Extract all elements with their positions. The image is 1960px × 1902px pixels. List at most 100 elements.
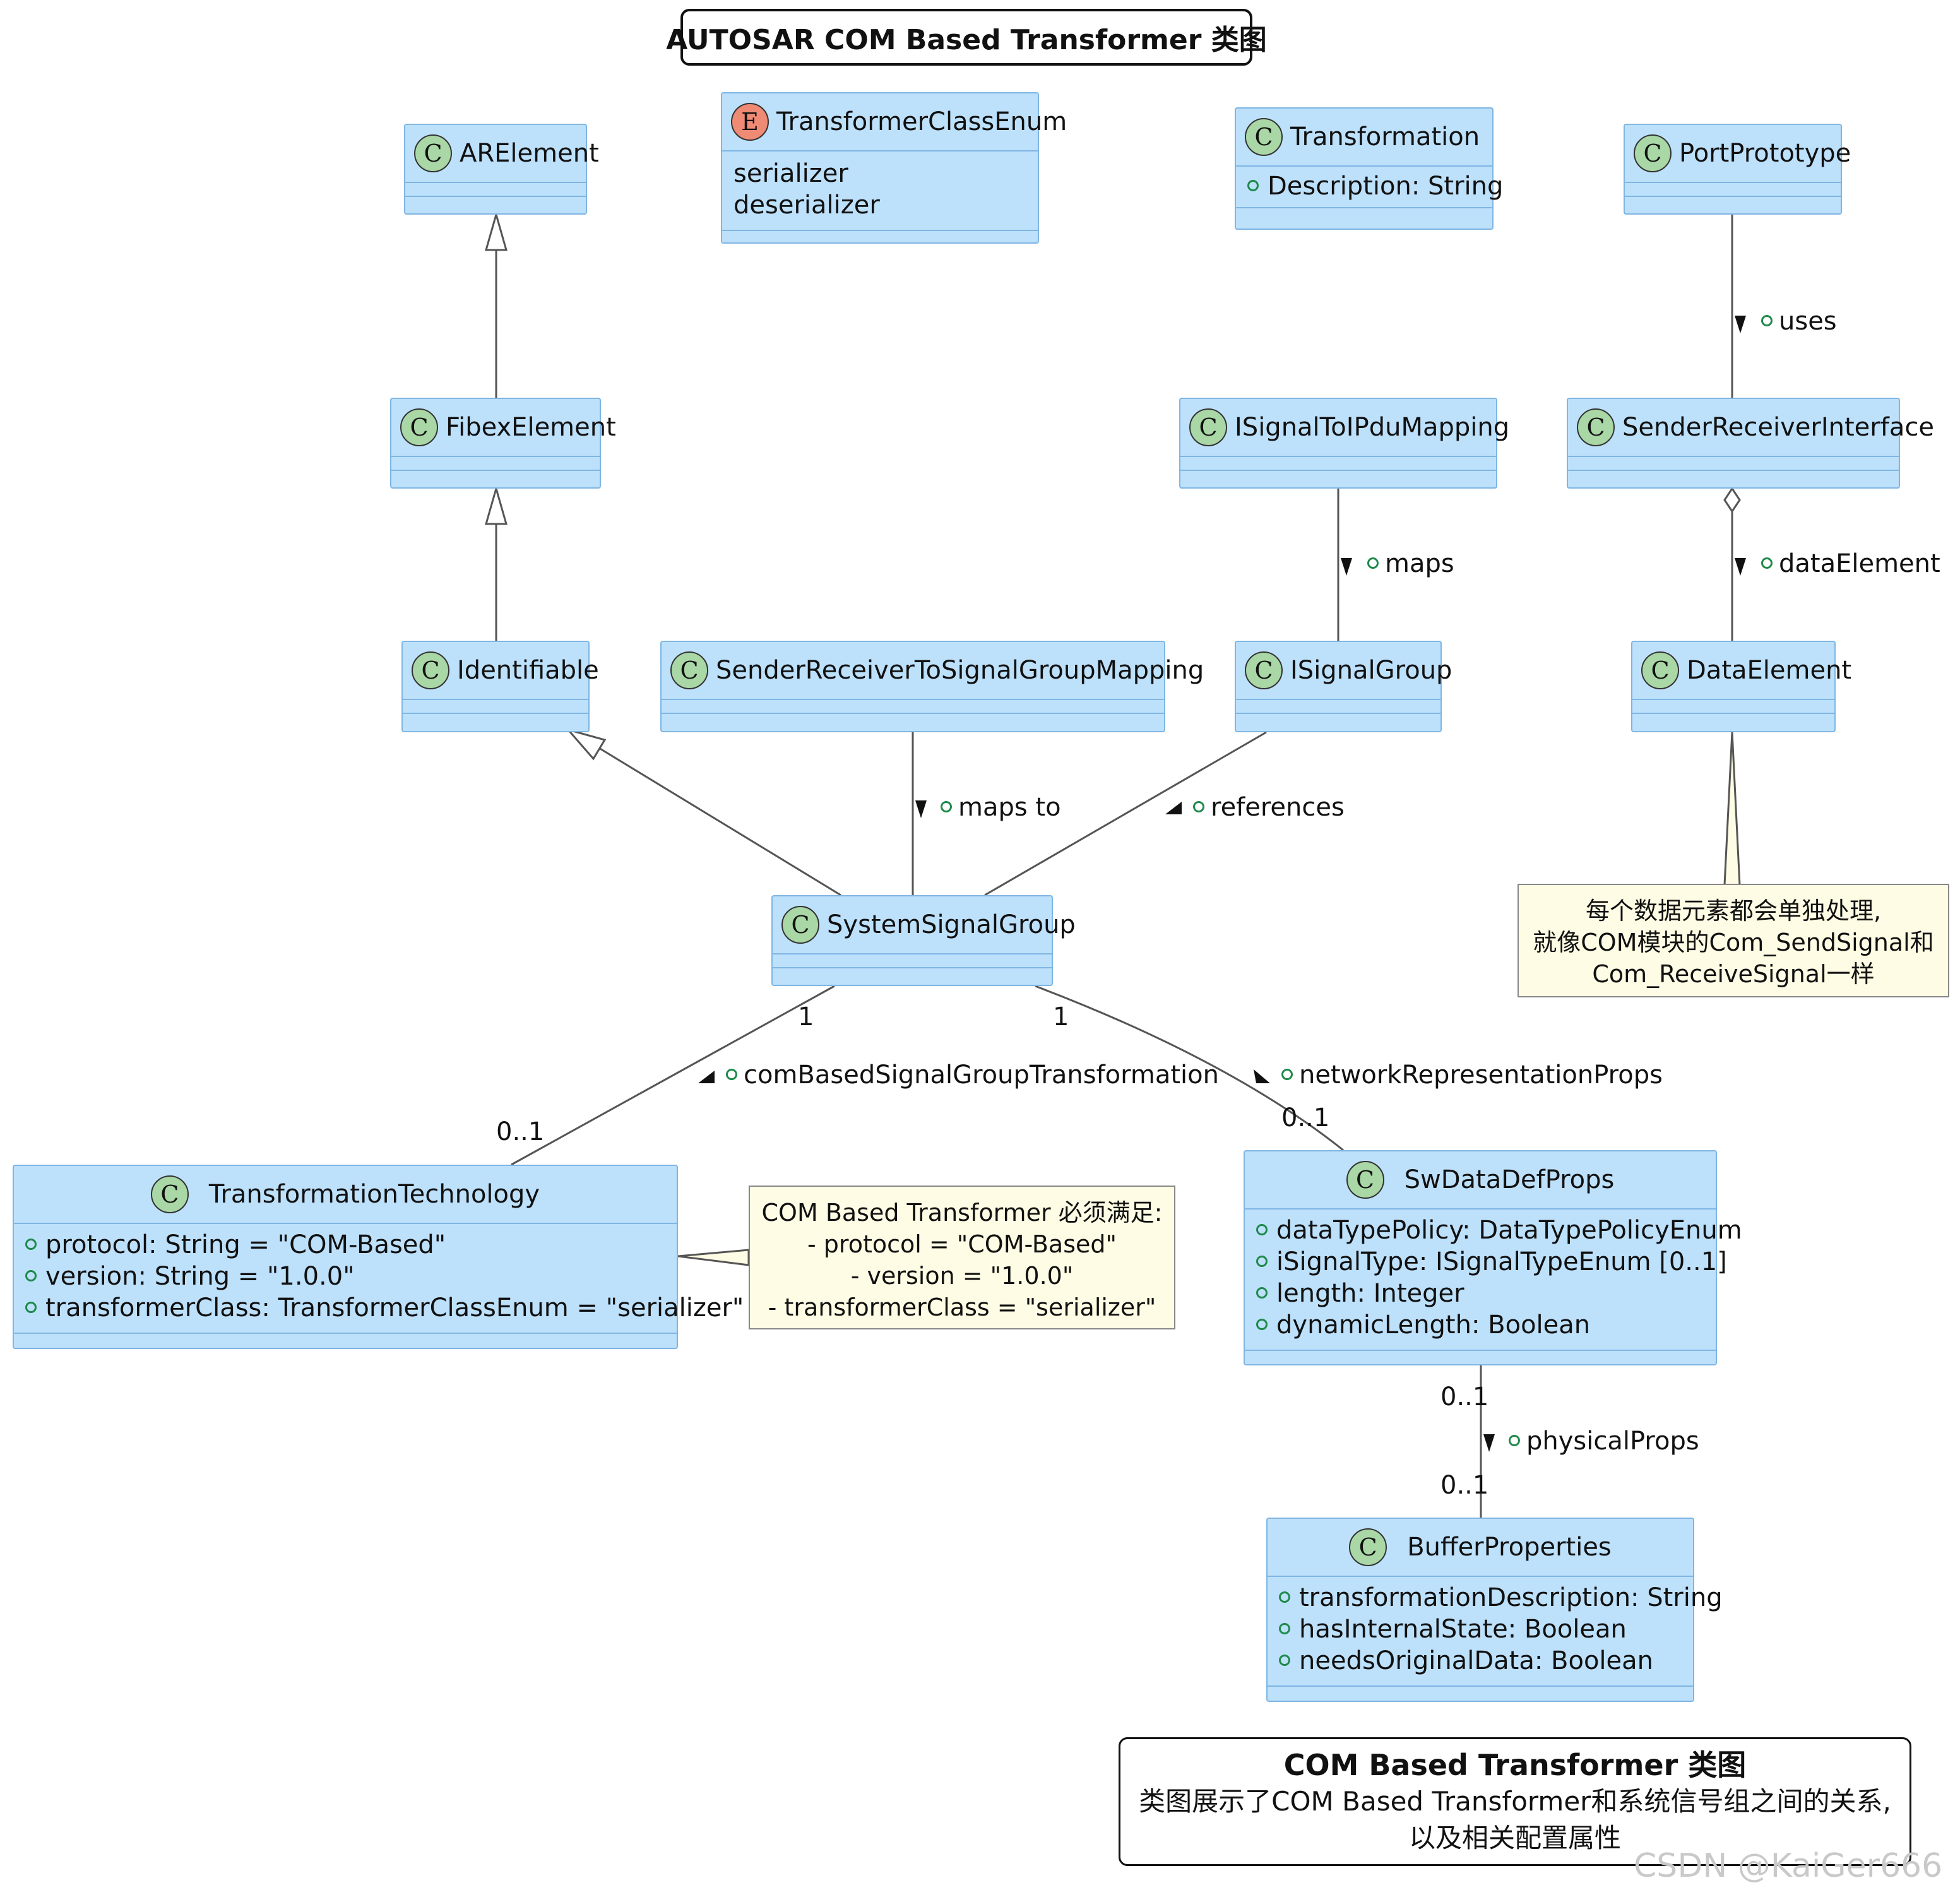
attribute: iSignalType: ISignalTypeEnum [0..1]	[1256, 1246, 1727, 1278]
label-text: comBasedSignalGroupTransformation	[744, 1061, 1219, 1090]
attribute-text: hasInternalState: Boolean	[1299, 1615, 1627, 1644]
legend-line: 类图展示了COM Based Transformer和系统信号组之间的关系,	[1139, 1786, 1891, 1817]
label-maps-to: maps to	[941, 793, 1061, 822]
mult-buffer-top: 0..1	[1440, 1471, 1489, 1500]
class-name: DataElement	[1687, 656, 1852, 685]
public-visibility-icon	[1256, 1224, 1268, 1235]
dir-arrow-data-element	[1735, 558, 1746, 576]
mult-tt: 0..1	[496, 1117, 545, 1146]
mult-swd-bottom: 0..1	[1440, 1382, 1489, 1412]
label-text: uses	[1779, 307, 1837, 336]
public-visibility-icon	[1761, 557, 1773, 569]
enum-literal: serializer	[734, 159, 848, 188]
legend-line: 以及相关配置属性	[1408, 1822, 1621, 1853]
class-name: Transformation	[1290, 122, 1480, 152]
class-name: SystemSignalGroup	[827, 910, 1076, 939]
note-anchor-data-element	[1723, 732, 1741, 886]
public-visibility-icon	[1279, 1623, 1290, 1634]
attribute-text: iSignalType: ISignalTypeEnum [0..1]	[1276, 1247, 1727, 1276]
note-transformation-technology: COM Based Transformer 必须满足: - protocol =…	[749, 1186, 1175, 1329]
attribute: Description: String	[1247, 170, 1503, 202]
label-uses: uses	[1761, 307, 1837, 336]
class-icon: C	[1346, 1161, 1384, 1199]
note-line: - transformerClass = "serializer"	[768, 1293, 1156, 1321]
public-visibility-icon	[1761, 315, 1773, 326]
attribute: dataTypePolicy: DataTypePolicyEnum	[1256, 1215, 1742, 1246]
attribute: needsOriginalData: Boolean	[1279, 1645, 1682, 1677]
dir-arrow-maps-to	[915, 800, 927, 818]
label-data-element: dataElement	[1761, 549, 1940, 578]
label-text: dataElement	[1779, 549, 1940, 578]
attribute: transformationDescription: String	[1279, 1582, 1723, 1614]
class-arelement[interactable]: C ARElement	[404, 124, 599, 215]
label-physical-props: physicalProps	[1509, 1427, 1699, 1456]
class-icon: C	[670, 651, 708, 689]
label-text: maps to	[958, 793, 1061, 822]
public-visibility-icon	[1509, 1435, 1520, 1446]
public-visibility-icon	[25, 1239, 37, 1250]
public-visibility-icon	[1279, 1591, 1290, 1603]
class-name: SenderReceiverInterface	[1622, 413, 1934, 442]
note-line: - protocol = "COM-Based"	[807, 1230, 1117, 1258]
class-name: ARElement	[460, 139, 599, 168]
note-line: - version = "1.0.0"	[850, 1262, 1074, 1290]
class-name: SwDataDefProps	[1404, 1165, 1615, 1194]
label-com-based: comBasedSignalGroupTransformation	[726, 1061, 1219, 1090]
class-icon: C	[1245, 118, 1283, 156]
diagram-title: AUTOSAR COM Based Transformer 类图	[666, 9, 1267, 66]
gen-arrow-arelement	[485, 211, 508, 251]
class-identifiable[interactable]: C Identifiable	[401, 641, 599, 732]
attribute: version: String = "1.0.0"	[25, 1261, 665, 1292]
dir-arrow-uses	[1735, 316, 1746, 333]
mult-swd-top: 0..1	[1281, 1103, 1330, 1132]
public-visibility-icon	[1281, 1069, 1293, 1080]
public-visibility-icon	[1247, 180, 1259, 191]
gen-ssg-identifiable	[573, 731, 841, 896]
legend: COM Based Transformer 类图 类图展示了COM Based …	[1119, 1737, 1911, 1866]
note-data-element: 每个数据元素都会单独处理, 就像COM模块的Com_SendSignal和 Co…	[1518, 884, 1949, 997]
attribute-text: transformerClass: TransformerClassEnum =…	[45, 1293, 744, 1322]
gen-arrow-fibex	[485, 485, 508, 525]
note-line: 每个数据元素都会单独处理,	[1585, 897, 1882, 925]
public-visibility-icon	[1367, 557, 1379, 569]
label-text: physicalProps	[1526, 1427, 1699, 1456]
class-icon: C	[414, 134, 452, 172]
label-text: references	[1211, 793, 1345, 822]
enum-name: TransformerClassEnum	[776, 107, 1067, 136]
attribute-text: dataTypePolicy: DataTypePolicyEnum	[1276, 1216, 1742, 1245]
attribute-text: protocol: String = "COM-Based"	[45, 1230, 446, 1259]
label-text: maps	[1385, 549, 1454, 578]
public-visibility-icon	[1279, 1655, 1290, 1666]
attribute: dynamicLength: Boolean	[1256, 1309, 1704, 1341]
class-icon: C	[412, 651, 449, 689]
class-icon: C	[781, 906, 819, 944]
attribute: transformerClass: TransformerClassEnum =…	[25, 1292, 744, 1324]
enum-icon: E	[731, 103, 769, 141]
dir-arrow-network-props	[1254, 1069, 1270, 1083]
note-anchor-tt	[677, 1249, 750, 1266]
assoc-com-based	[511, 985, 835, 1166]
attribute-text: transformationDescription: String	[1299, 1583, 1723, 1612]
class-sw-data-def-props[interactable]: C SwDataDefProps dataTypePolicy: DataType…	[1244, 1150, 1742, 1365]
public-visibility-icon	[1193, 801, 1204, 812]
class-system-signal-group[interactable]: C SystemSignalGroup	[771, 895, 1076, 986]
attribute-text: length: Integer	[1276, 1279, 1464, 1308]
mult-ssg-right: 1	[1053, 1002, 1069, 1031]
public-visibility-icon	[1256, 1256, 1268, 1267]
class-name: PortPrototype	[1679, 139, 1851, 168]
public-visibility-icon	[25, 1302, 37, 1313]
class-name: Identifiable	[457, 656, 599, 685]
enum-literal: deserializer	[734, 191, 880, 220]
aggregation-diamond	[1723, 487, 1741, 513]
